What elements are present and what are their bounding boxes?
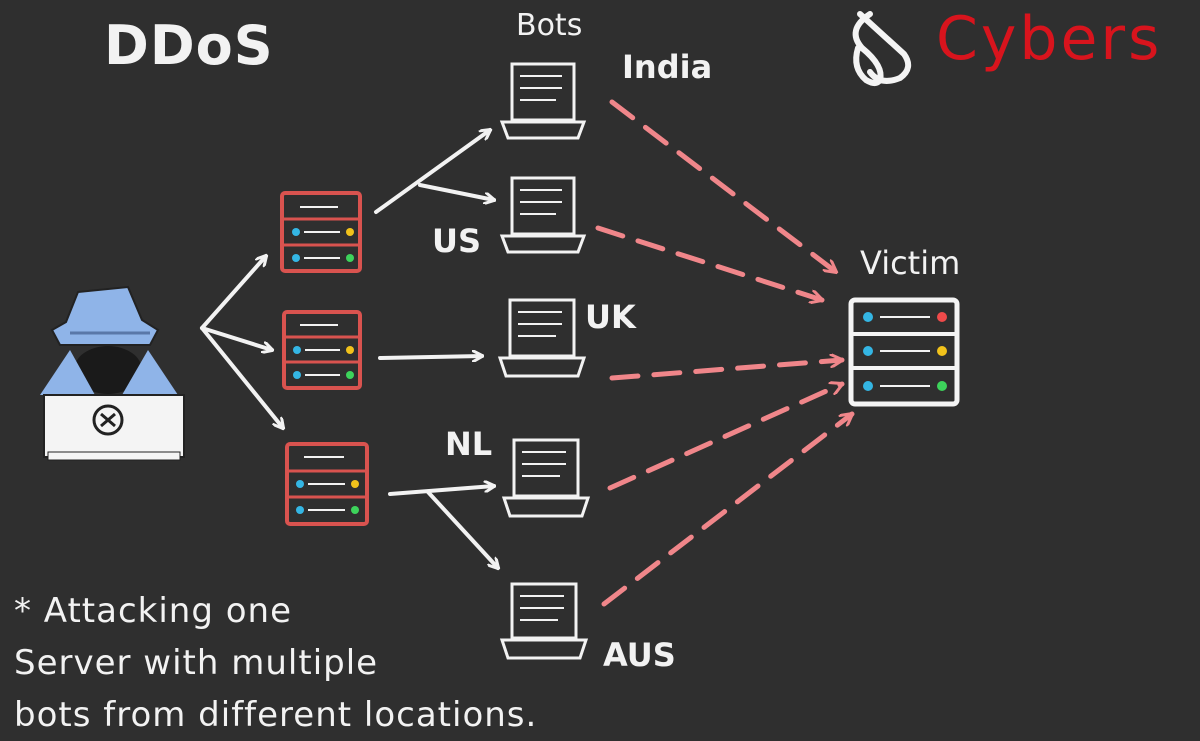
server-to-bot-arrows <box>374 130 498 568</box>
server-icon <box>285 442 369 526</box>
bot-label-aus: AUS <box>603 636 676 674</box>
victim-label: Victim <box>860 244 961 282</box>
note-line: * Attacking one <box>14 591 293 631</box>
laptop-icon <box>497 298 587 378</box>
attack-arrows <box>595 99 852 607</box>
diagram-note: * Attacking one Server with multiple bot… <box>14 585 537 741</box>
bots-heading: Bots <box>516 8 583 43</box>
laptop-icon <box>499 62 587 140</box>
laptop-icon <box>499 176 587 254</box>
laptop-icon <box>499 582 589 660</box>
note-line: bots from different locations. <box>14 695 538 735</box>
laptop-icon <box>501 438 591 518</box>
bot-label-us: US <box>432 222 482 260</box>
hacker-icon <box>40 285 185 461</box>
diagram-title: DDoS <box>104 14 274 77</box>
server-icon <box>282 310 362 390</box>
hacker-to-server-arrows <box>200 256 283 428</box>
note-line: Server with multiple <box>14 643 379 683</box>
brand-logo-icon <box>852 11 912 86</box>
bot-label-india: India <box>622 48 713 86</box>
bot-label-nl: NL <box>445 425 493 463</box>
brand-name: Cybers <box>936 4 1163 74</box>
bot-label-uk: UK <box>585 298 636 336</box>
server-icon <box>280 191 362 273</box>
victim-server-icon <box>848 297 960 407</box>
